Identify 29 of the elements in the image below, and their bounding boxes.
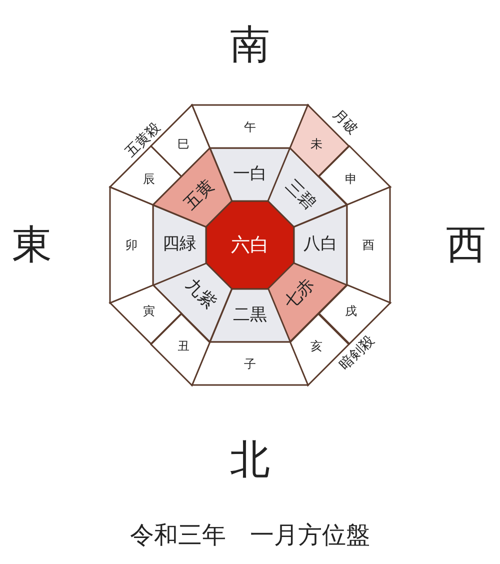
sector-note: 五黄殺 [123,120,163,160]
sector-note: 暗剣殺 [337,333,377,373]
cell-label: 三碧 [282,177,318,214]
cell-label: 酉 [362,238,374,251]
cell-label: 戌 [345,305,358,318]
cell-label: 二黒 [232,307,267,324]
cell-label: 子 [244,358,256,370]
cell-label: 寅 [142,305,155,318]
direction-label: 北 [230,440,270,480]
cell-label: 一白 [232,166,267,183]
cell-label: 亥 [310,340,322,352]
direction-label: 南 [230,25,270,65]
caption: 令和三年 一月方位盤 [130,523,370,547]
direction-label: 東 [12,225,52,265]
cell-label: 辰 [142,172,155,185]
cell-label: 六白 [231,236,269,254]
cell-label: 午 [244,120,256,132]
cell-label: 丑 [178,340,190,352]
cell-label: 巳 [178,138,190,150]
cell-label: 五黄 [182,177,218,214]
cell-label: 九紫 [182,276,218,313]
cell-label: 申 [345,172,358,185]
cell-label: 卯 [126,238,138,251]
cell-label: 未 [310,138,322,150]
cell-label: 四緑 [162,236,196,254]
cell-label: 七赤 [282,276,318,313]
direction-label: 西 [446,225,486,265]
cell-label: 八白 [304,236,338,254]
sector-note: 月破 [330,107,360,137]
